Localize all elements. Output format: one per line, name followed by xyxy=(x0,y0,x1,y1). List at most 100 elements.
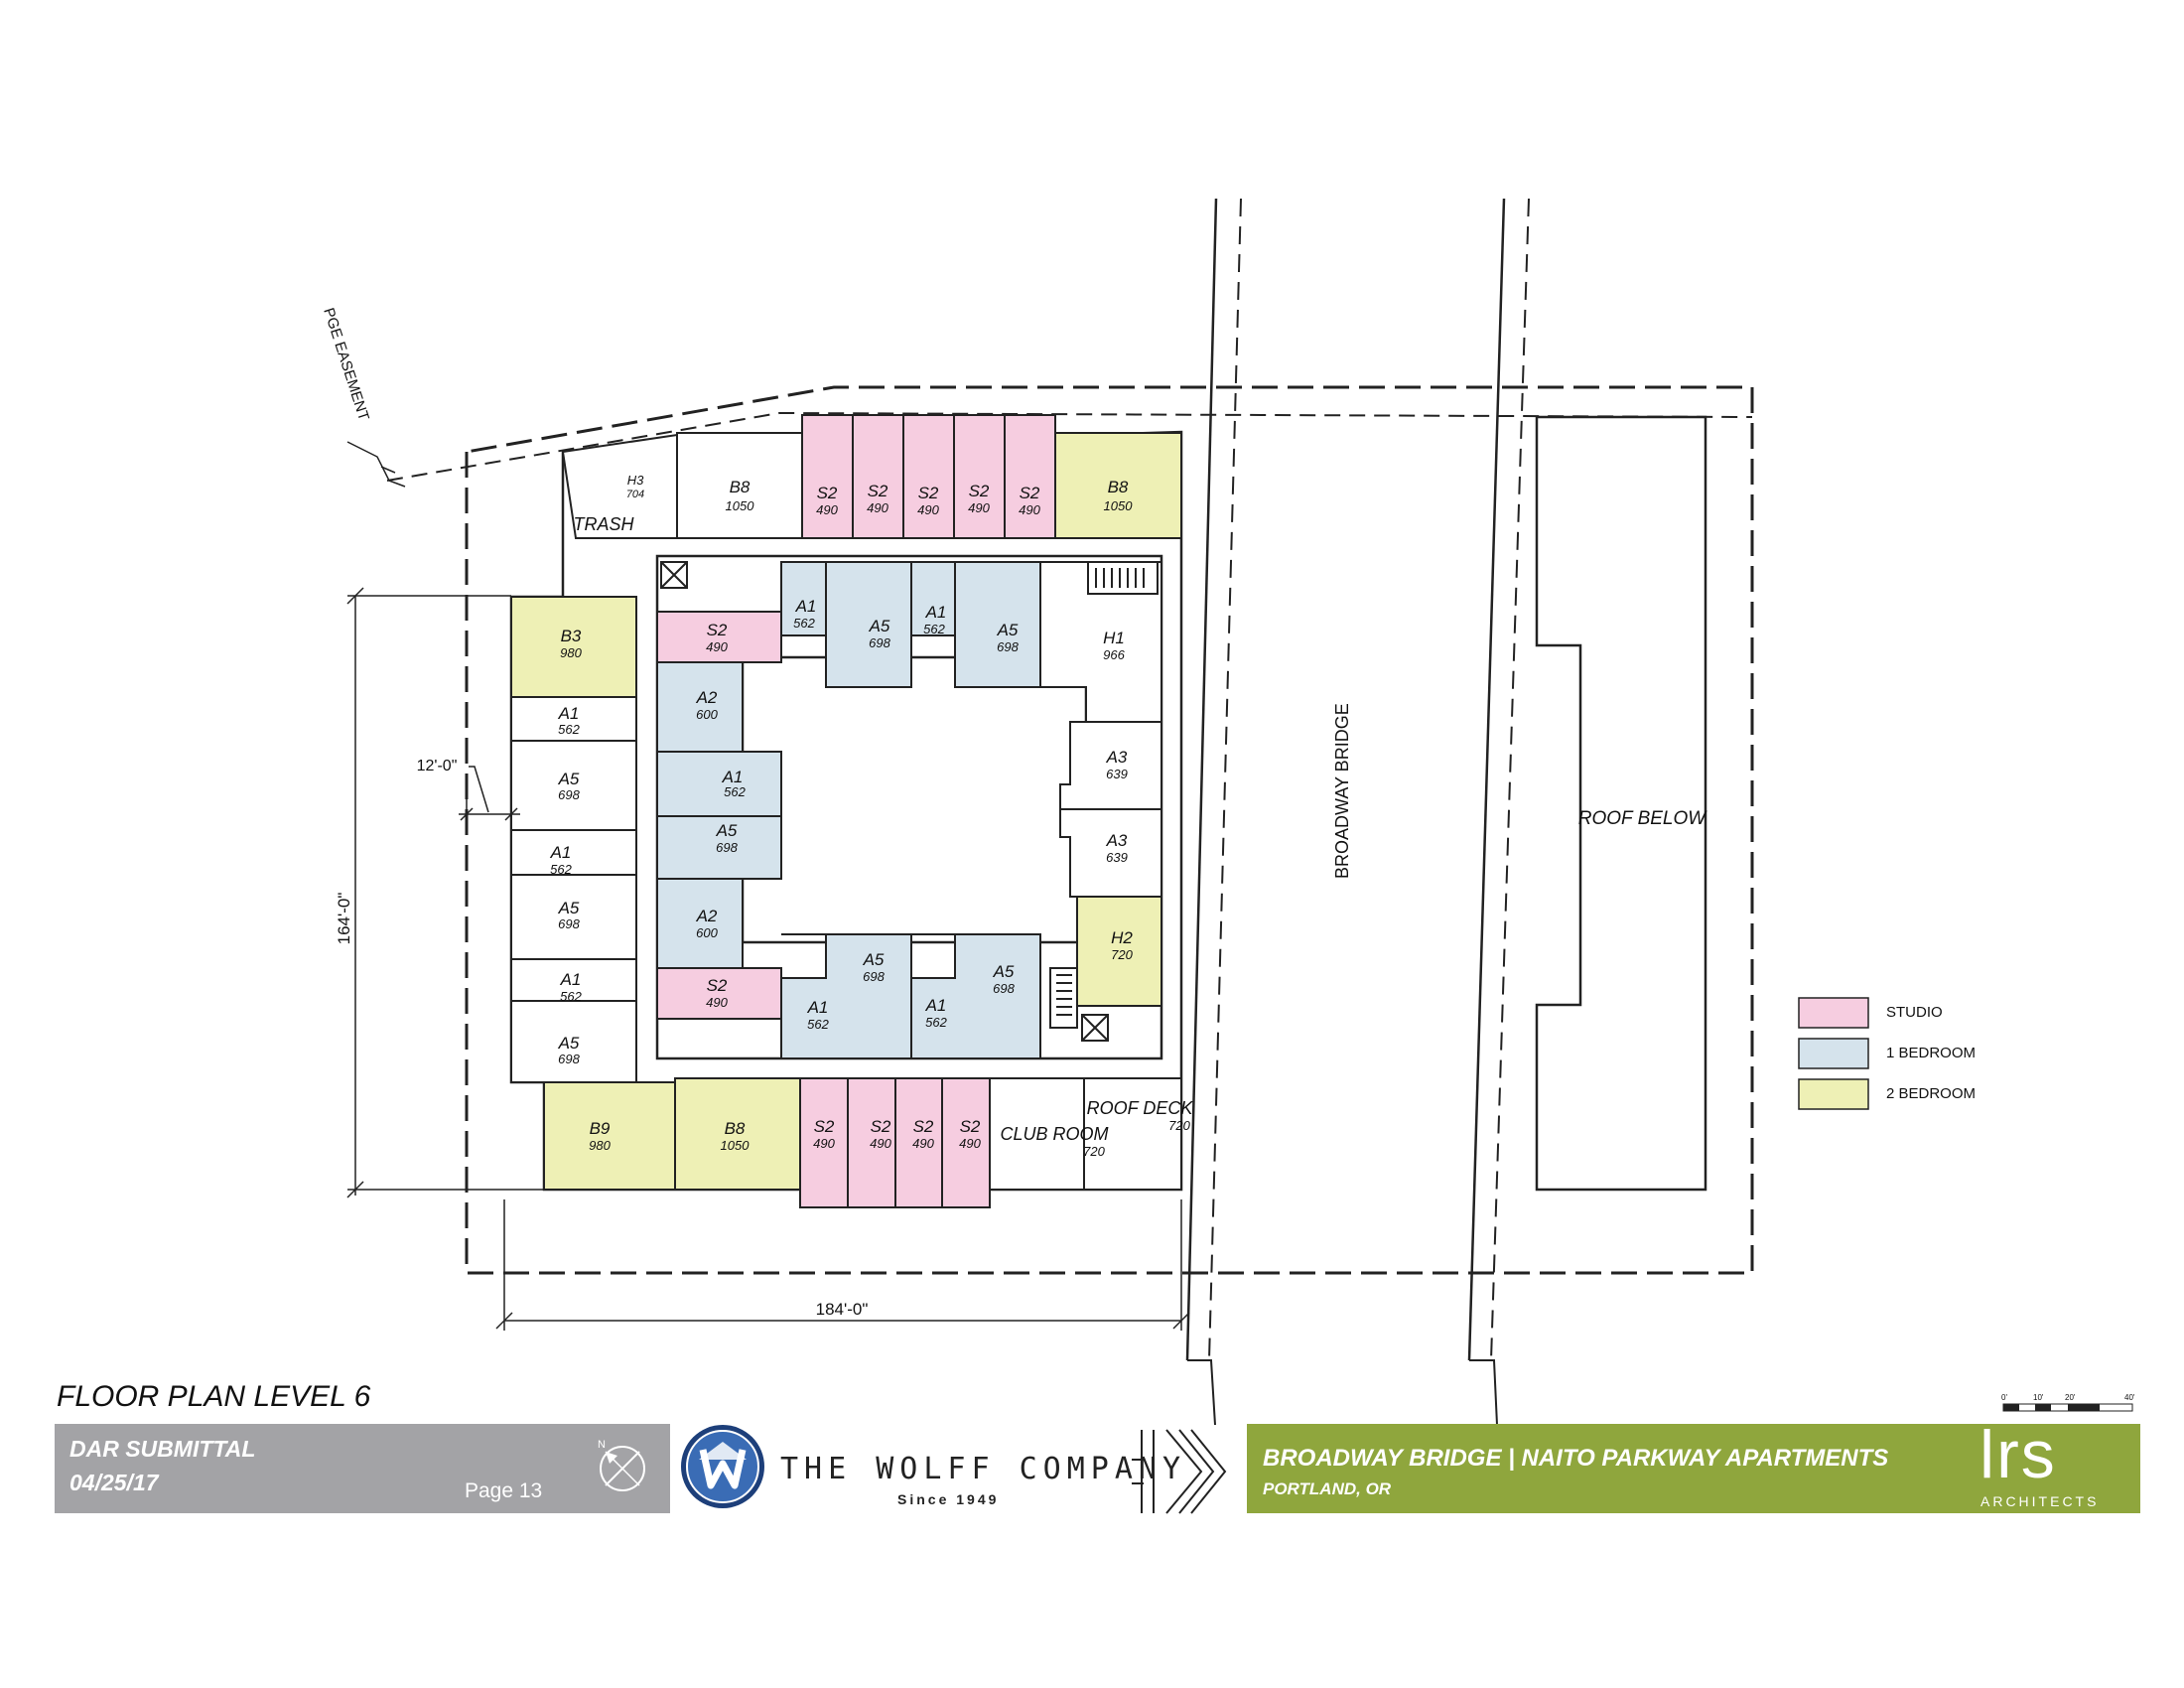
developer-since: Since 1949 xyxy=(897,1491,1000,1507)
unit-area: 980 xyxy=(589,1138,611,1153)
unit-area: 720 xyxy=(1111,947,1133,962)
unit-b8-ne-box xyxy=(1054,432,1182,539)
unit-type: A5 xyxy=(869,617,890,635)
north-label: N xyxy=(598,1439,606,1451)
unit-type: S2 xyxy=(817,484,838,502)
unit-area: 698 xyxy=(558,916,580,931)
unit-area: 1050 xyxy=(721,1138,751,1153)
unit-type: A5 xyxy=(558,1034,580,1053)
unit-area: 490 xyxy=(813,1136,835,1151)
unit-area: 562 xyxy=(724,784,746,799)
north-arrow-icon: N xyxy=(598,1439,645,1491)
unit-area: 490 xyxy=(1019,502,1040,517)
unit-type: S2 xyxy=(960,1117,981,1136)
unit-type: A1 xyxy=(722,768,744,786)
bridge-label: BROADWAY BRIDGE xyxy=(1332,703,1352,879)
unit-area: 490 xyxy=(968,500,990,515)
unit-type: A1 xyxy=(925,996,947,1015)
unit-area: 966 xyxy=(1103,647,1125,662)
inner-west xyxy=(656,561,782,1020)
unit-type: A5 xyxy=(997,621,1019,639)
submittal-date: 04/25/17 xyxy=(69,1470,159,1495)
unit-s2-n3-box xyxy=(902,414,955,539)
unit-type: S2 xyxy=(707,621,728,639)
unit-b8-nw-box xyxy=(676,432,803,539)
legend-swatch-1-bedroom xyxy=(1798,1038,1869,1069)
unit-type: A5 xyxy=(558,899,580,917)
unit-area: 600 xyxy=(696,707,718,722)
wolff-logo-icon xyxy=(681,1425,764,1508)
project-title: BROADWAY BRIDGE | NAITO PARKWAY APARTMEN… xyxy=(1263,1445,1889,1472)
unit-type: B8 xyxy=(730,478,751,496)
unit-type: A1 xyxy=(560,970,582,989)
unit-area: 562 xyxy=(925,1015,947,1030)
unit-area: 698 xyxy=(993,981,1015,996)
unit-type: H1 xyxy=(1103,629,1125,647)
legend-swatch-studio xyxy=(1798,997,1869,1029)
dimension-lines xyxy=(346,587,1190,1331)
unit-type: A1 xyxy=(925,603,947,622)
unit-type: S2 xyxy=(707,976,728,995)
club-room-area: 720 xyxy=(1083,1144,1105,1159)
unit-type: A1 xyxy=(807,998,829,1017)
unit-type: S2 xyxy=(918,484,939,502)
project-location: PORTLAND, OR xyxy=(1263,1479,1392,1498)
unit-type: S2 xyxy=(1020,484,1040,502)
unit-type: A1 xyxy=(558,704,580,723)
unit-area: 600 xyxy=(696,925,718,940)
unit-type: A5 xyxy=(993,962,1015,981)
trash-label: TRASH xyxy=(573,514,634,534)
legend-label-studio: STUDIO xyxy=(1886,1004,1943,1021)
unit-type: B8 xyxy=(1108,478,1129,496)
unit-type: B3 xyxy=(561,627,582,645)
unit-area: 490 xyxy=(912,1136,934,1151)
brand-mark-icon xyxy=(1132,1429,1227,1514)
unit-type: A2 xyxy=(696,688,718,707)
unit-area: 698 xyxy=(558,1052,580,1066)
unit-area: 562 xyxy=(793,616,815,631)
unit-s2-n5-box xyxy=(1004,414,1056,539)
architect-logo: lrs xyxy=(1979,1417,2057,1492)
roof-below-label: ROOF BELOW xyxy=(1578,808,1708,829)
scale-tick-40: 40' xyxy=(2124,1393,2135,1402)
unit-area: 980 xyxy=(560,645,582,660)
legend: STUDIO 1 BEDROOM 2 BEDROOM xyxy=(1798,997,1976,1110)
unit-labels: B8 1050 S2 490 S2 490 S2 490 S2 490 S2 4… xyxy=(550,478,1194,1159)
scale-tick-10: 10' xyxy=(2033,1393,2044,1402)
club-room-label: CLUB ROOM xyxy=(1000,1124,1108,1144)
unit-area: 490 xyxy=(816,502,838,517)
unit-area: 1050 xyxy=(726,498,755,513)
height-dimension: 164'-0" xyxy=(335,893,353,945)
roof-deck-area: 720 xyxy=(1168,1118,1190,1133)
unit-type: A1 xyxy=(550,843,572,862)
unit-area: 639 xyxy=(1106,767,1128,781)
west-wing xyxy=(510,596,637,1083)
unit-type: A1 xyxy=(795,597,817,616)
unit-area: 562 xyxy=(560,989,582,1004)
unit-area: 490 xyxy=(917,502,939,517)
corridor-dimension: 12'-0" xyxy=(417,758,458,774)
submittal-banner xyxy=(55,1424,670,1513)
unit-type: B8 xyxy=(725,1119,746,1138)
project-banner xyxy=(1247,1424,2140,1513)
unit-area: 562 xyxy=(923,622,945,636)
north-wing xyxy=(676,414,1182,539)
inner-east xyxy=(1049,721,1162,1042)
unit-area: 562 xyxy=(550,862,572,877)
property-line xyxy=(386,198,1754,1426)
unit-area: 639 xyxy=(1106,850,1128,865)
easement-leader xyxy=(346,441,406,488)
submittal-label: DAR SUBMITTAL xyxy=(69,1436,256,1462)
unit-type: A3 xyxy=(1106,831,1128,850)
unit-type: S2 xyxy=(871,1117,891,1136)
unit-type: S2 xyxy=(913,1117,934,1136)
unit-area: 490 xyxy=(959,1136,981,1151)
roof-deck-label: ROOF DECK xyxy=(1087,1098,1194,1118)
unit-type: H3 xyxy=(627,473,644,488)
scale-tick-0: 0' xyxy=(2001,1393,2007,1402)
unit-area: 490 xyxy=(706,995,728,1010)
unit-area: 704 xyxy=(626,489,644,500)
unit-type: S2 xyxy=(868,482,888,500)
unit-area: 1050 xyxy=(1104,498,1134,513)
